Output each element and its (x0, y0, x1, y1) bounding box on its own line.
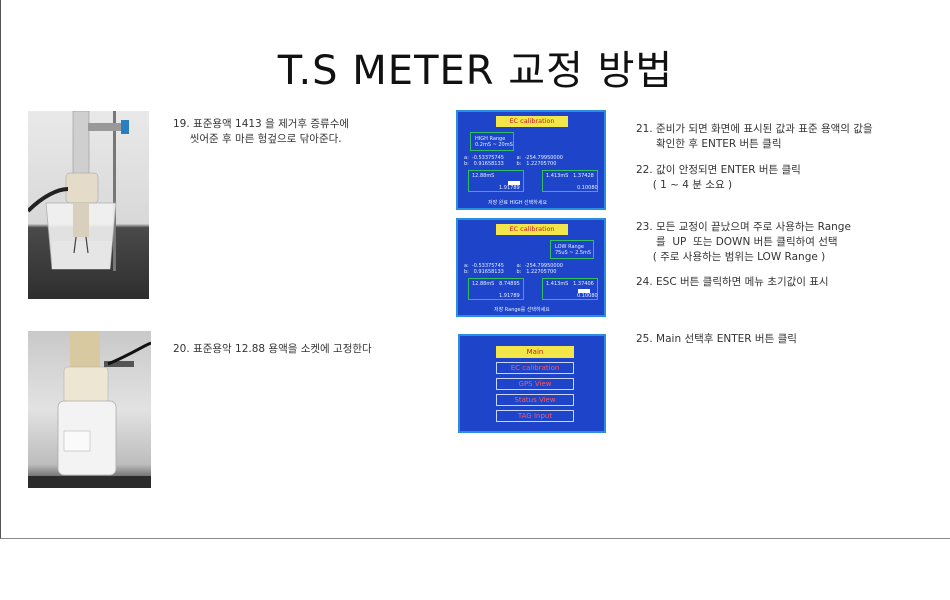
menu-item-tag-input: TAG Input (496, 410, 574, 422)
ec-calibration-low-screen: EC calibration LOW Range 75uS ~ 2.5mS a:… (456, 218, 606, 317)
range-box: LOW Range 75uS ~ 2.5mS (550, 240, 594, 259)
range-label: LOW Range 75uS ~ 2.5mS (555, 244, 592, 256)
slide: T.S METER 교정 방법 19. 표준용액 1413 을 제거후 증류수에… (0, 0, 950, 539)
screen-footer: 저장 Range를 선택하세요 (494, 307, 550, 313)
progress-bar (578, 289, 590, 293)
screen-title: EC calibration (496, 224, 568, 235)
menu-title-main: Main (496, 346, 574, 358)
right-value: 1.413mS 1.37428 (546, 173, 594, 179)
photo-meter-bottle-illustration (28, 331, 151, 488)
left-value-2: 1.91789 (499, 293, 520, 299)
left-value-box: 12.88mS 8.74895 1.91789 (468, 278, 524, 300)
page-title: T.S METER 교정 방법 (277, 48, 674, 94)
range-box: HIGH Range 0.2mS ~ 20mS (470, 132, 514, 151)
photo-meter-cup-illustration (28, 111, 129, 271)
photo-meter-cup (28, 111, 149, 299)
progress-bar (508, 181, 520, 185)
screen-title: EC calibration (496, 116, 568, 127)
right-value-2: 0.10080 (577, 293, 598, 299)
photo-meter-bottle (28, 331, 151, 488)
menu-item-gps-view: GPS View (496, 378, 574, 390)
right-value-2: 0.10080 (577, 185, 598, 191)
coeff-rows: a: -0.53375745 a: -254.79950000 b: 0.916… (464, 263, 563, 275)
right-value-box: 1.413mS 1.37406 0.10080 (542, 278, 598, 300)
range-label: HIGH Range 0.2mS ~ 20mS (475, 136, 513, 148)
step-22-text: 22. 값이 안정되면 ENTER 버튼 클릭 ( 1 ~ 4 분 소요 ) (636, 164, 801, 191)
step-24-text: 24. ESC 버튼 클릭하면 메뉴 초기값이 표시 (636, 276, 829, 288)
right-value-box: 1.413mS 1.37428 0.10080 (542, 170, 598, 192)
right-value: 1.413mS 1.37406 (546, 281, 594, 287)
left-value-box: 12.88mS 1.91789 (468, 170, 524, 192)
screen-footer: 저장 완료 HIGH 선택하세요 (488, 200, 548, 206)
menu-item-status-view: Status View (496, 394, 574, 406)
left-value: 12.88mS 8.74895 (472, 281, 520, 287)
step-23-text: 23. 모든 교정이 끝났으며 주로 사용하는 Range 를 UP 또는 DO… (636, 221, 851, 263)
left-value-2: 1.91789 (499, 185, 520, 191)
step-20-text: 20. 표준용악 12.88 용액을 소켓에 고정한다 (173, 343, 372, 355)
step-21-text: 21. 준비가 되면 화면에 표시된 값과 표준 용액의 값을 확인한 후 EN… (636, 123, 873, 150)
main-menu-screen: Main EC calibration GPS View Status View… (458, 334, 606, 433)
step-25-text: 25. Main 선택후 ENTER 버튼 클릭 (636, 333, 797, 345)
step-19-text: 19. 표준용액 1413 을 제거후 증류수에 씻어준 후 마른 헝겊으로 닦… (173, 118, 350, 145)
left-value: 12.88mS (472, 173, 495, 179)
coeff-rows: a: -0.53375745 a: -254.79950000 b: 0.916… (464, 155, 563, 167)
ec-calibration-high-screen: EC calibration HIGH Range 0.2mS ~ 20mS a… (456, 110, 606, 210)
menu-item-ec-calibration: EC calibration (496, 362, 574, 374)
